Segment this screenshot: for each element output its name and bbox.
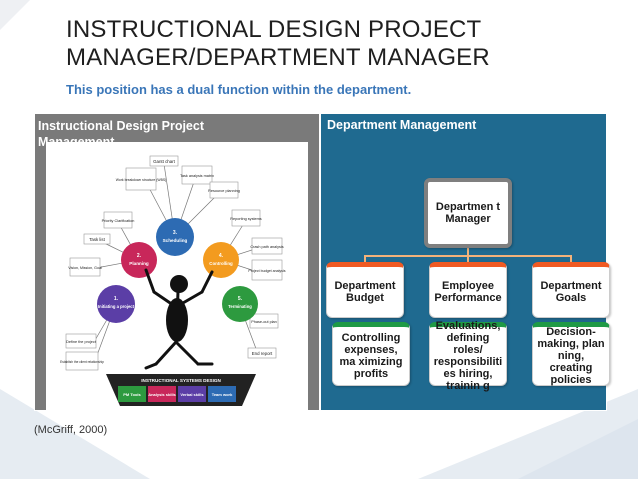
phase-circle-terminating	[222, 286, 258, 322]
phase-circle-planning	[121, 242, 157, 278]
juggler-head	[170, 275, 188, 293]
base-title: INSTRUCTIONAL SYSTEMS DESIGN	[141, 378, 221, 383]
phase-circle-scheduling	[156, 218, 194, 256]
org-connector	[570, 255, 572, 265]
figure-box-label: Establish the client relationship	[60, 360, 104, 364]
phase-number: 1.	[114, 296, 119, 302]
phase-number: 5.	[238, 296, 243, 302]
citation: (McGriff, 2000)	[34, 424, 108, 436]
org-box-department-budget: Department Budget	[326, 262, 404, 318]
base-item: PM Tools	[123, 392, 141, 397]
base-item: Analysis skills	[148, 392, 176, 397]
base-item: Verbal skills	[180, 392, 204, 397]
project-management-diagram: Gantt chart Work breakdown structure (WB…	[60, 155, 286, 406]
project-management-figure: Gantt chart Work breakdown structure (WB…	[46, 142, 308, 410]
phase-number: 2.	[137, 253, 142, 259]
corner-decoration-bottom-right-inner	[518, 419, 638, 479]
phase-circle-initiating	[97, 285, 135, 323]
figure-box-label: Task analysis matrix	[180, 174, 214, 178]
phase-number: 3.	[173, 230, 178, 236]
org-connector	[364, 255, 366, 265]
figure-box-label: Task list	[89, 237, 105, 242]
phase-label: Controlling	[209, 261, 233, 266]
figure-box-label: Phase-out plan	[251, 320, 277, 324]
phase-label: Initiating a project	[98, 304, 135, 309]
org-detail-employee-performance: Evaluations, defining roles/ responsibil…	[429, 320, 507, 392]
org-connector	[467, 255, 469, 265]
juggler-body	[166, 298, 188, 342]
slide-subtitle: This position has a dual function within…	[66, 82, 412, 97]
phase-circle-controlling	[203, 242, 239, 278]
corner-decoration-top-left	[0, 0, 30, 30]
figure-box-label: Project budget analysis	[248, 269, 285, 273]
figure-box-label: Priority Clarification	[102, 219, 135, 223]
org-box-employee-performance: Employee Performance	[429, 262, 507, 318]
org-top-department-manager: Departmen t Manager	[424, 178, 512, 248]
org-connector	[467, 248, 469, 256]
figure-box-label: End report	[252, 351, 273, 356]
right-panel-heading: Department Management	[327, 118, 477, 132]
slide-title: INSTRUCTIONAL DESIGN PROJECT MANAGER/DEP…	[66, 16, 490, 71]
org-detail-department-goals: Decision-making, plan ning, creating pol…	[532, 322, 610, 386]
phase-number: 4.	[219, 253, 224, 259]
figure-box-label: Define the project	[66, 340, 97, 344]
figure-box-label: Gantt chart	[153, 159, 175, 164]
figure-box-label: Resource planning	[208, 189, 240, 193]
base-item: Team work	[212, 392, 233, 397]
figure-box-label: Vision, Mission, Goal	[68, 266, 102, 270]
phase-label: Scheduling	[163, 238, 188, 243]
org-box-department-goals: Department Goals	[532, 262, 610, 318]
phase-label: Terminating	[228, 304, 252, 309]
org-detail-department-budget: Controlling expenses, ma ximizing profit…	[332, 322, 410, 386]
phase-label: Planning	[129, 261, 149, 266]
figure-box-label: Reporting systems	[230, 217, 262, 221]
figure-box-label: Crash path analysis	[250, 245, 283, 249]
figure-box-label: Work breakdown structure (WBS)	[116, 178, 166, 182]
